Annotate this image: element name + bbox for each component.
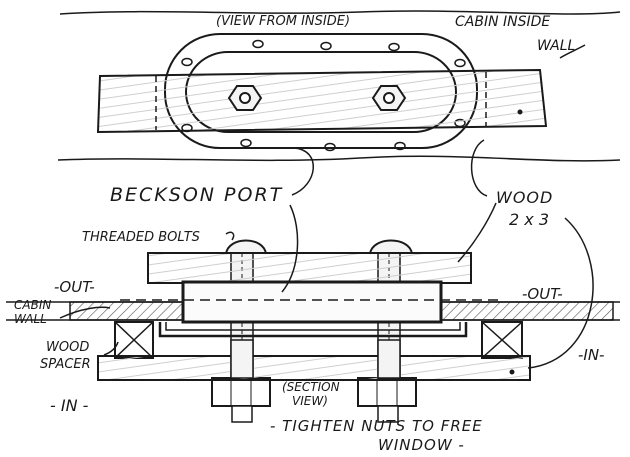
- out-right-label: -OUT-: [522, 285, 563, 303]
- cabin-wall-left-section: [69, 301, 189, 321]
- view-from-inside-label: (VIEW FROM INSIDE): [216, 14, 351, 29]
- in-right-label: -IN-: [578, 346, 605, 364]
- port-inner-flange-lip: [165, 322, 461, 331]
- threaded-bolts-label: THREADED BOLTS: [82, 230, 200, 245]
- wood-label: WOOD: [496, 188, 554, 207]
- port-body-section: [181, 280, 443, 324]
- section-view-label-line1: (SECTION: [282, 380, 340, 394]
- wood-2x3-lower-section: [97, 355, 531, 381]
- bolt-head-right: [369, 239, 413, 255]
- beckson-port-label: BECKSON PORT: [110, 184, 284, 206]
- wood-spacer-left: [114, 321, 154, 359]
- in-left-label: - IN -: [50, 396, 89, 415]
- bolt-pass-left: [230, 339, 254, 379]
- cabin-wall-label-line1: CABIN: [14, 298, 52, 312]
- cabin-inside-wall-label-line1: CABIN INSIDE: [455, 14, 551, 30]
- lower-wood-dot: [509, 369, 515, 375]
- wood-2x3-top-view: [96, 68, 548, 134]
- out-left-label: -OUT-: [54, 278, 95, 296]
- bolt-head-left: [225, 239, 267, 255]
- tighten-nuts-label-line2: WINDOW -: [378, 436, 465, 454]
- cabin-wall-label-line2: WALL: [14, 312, 47, 326]
- wood-size-label: 2 x 3: [509, 210, 549, 229]
- bolt-pass-right: [377, 339, 401, 379]
- wood-2x3-section: [147, 252, 472, 284]
- port-inner-flange: [158, 322, 468, 338]
- section-view-label-line2: VIEW): [292, 394, 328, 408]
- tighten-nuts-label-line1: - TIGHTEN NUTS TO FREE: [270, 417, 483, 435]
- leader-lines: [59, 44, 594, 369]
- nut-right-top-view: [371, 85, 407, 111]
- cabin-wall-right-section: [436, 301, 614, 321]
- nut-left-top-view: [227, 85, 263, 111]
- wood-spacer-label-line1: WOOD: [46, 340, 90, 355]
- wood-screw-dot: [517, 109, 523, 115]
- cabin-wall-bottom-edge: [57, 155, 621, 162]
- cabin-wall-top-edge: [59, 10, 621, 15]
- wood-spacer-right: [481, 321, 523, 359]
- cabin-inside-wall-label-line2: WALL: [537, 38, 576, 54]
- wood-spacer-label-line2: SPACER: [40, 357, 91, 372]
